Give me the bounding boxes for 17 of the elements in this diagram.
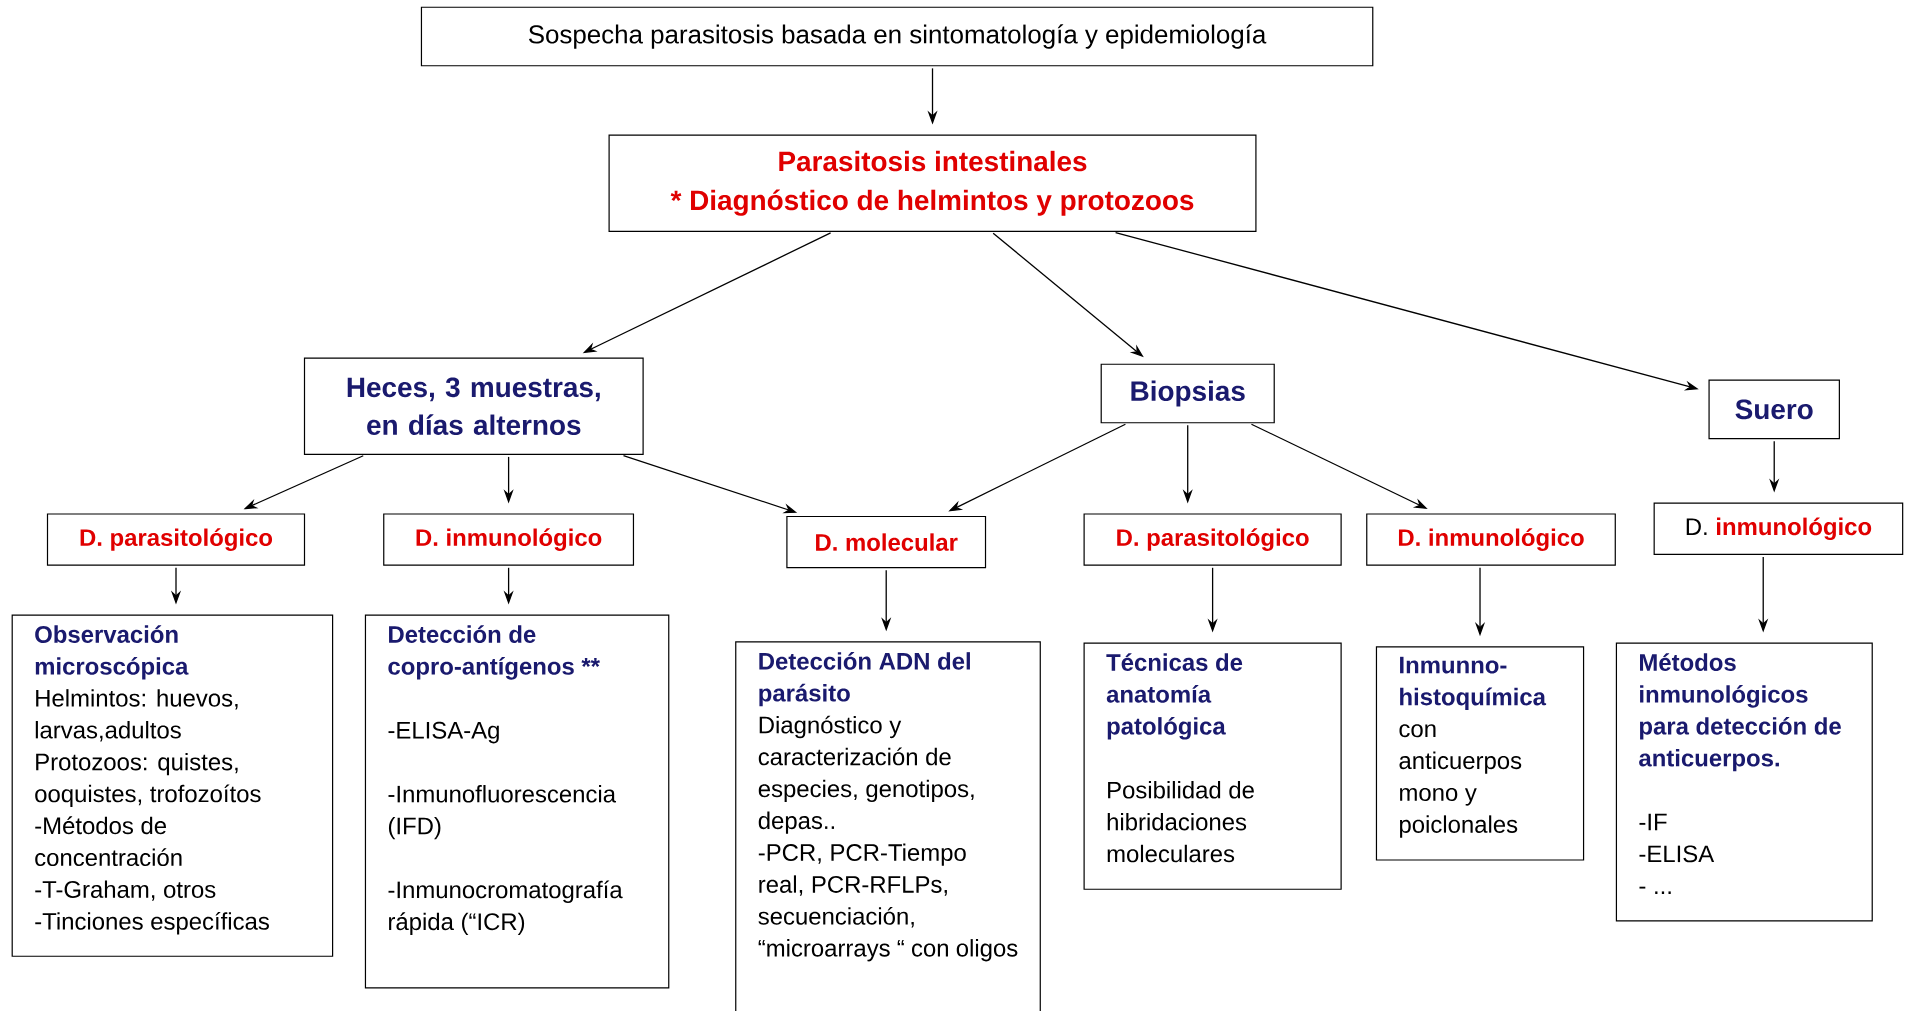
method-box: Métodos inmunológicos para detección de anticuerpos. -IF -ELISA - ... (1615, 642, 1873, 922)
sample-box: Biopsias (1100, 363, 1275, 424)
method-box: Detección de copro-antígenos ** -ELISA-Ag -Inmunofluorescencia (IFD) -Inmunocromatografía rápida (“ICR) (364, 614, 670, 989)
title-box: Parasitosis intestinales * Diagnóstico de helmintos y protozoos (608, 134, 1257, 232)
method-box: Técnicas de anatomía patológica Posibilidad de hibridaciones moleculares (1083, 642, 1342, 890)
diagnosis-box: D. molecular (786, 515, 987, 569)
diagnosis-box: D. inmunológico (1366, 513, 1616, 566)
sample-box: Heces, 3 muestras, en días alternos (303, 357, 644, 455)
diagnosis-box: D. inmunológico (383, 513, 635, 566)
diagnosis-box: D. parasitológico (1083, 513, 1342, 566)
method-box: Observación microscópica Helmintos: huevos, larvas,adultos Protozoos: quistes, ooquistes, trofozoítos -Métodos de concentración -T-Graham, otros -Tinciones específicas (11, 614, 334, 957)
suspicion-box: Sospecha parasitosis basada en sintomatología y epidemiología (420, 6, 1374, 67)
diagnosis-box: D. inmunológico (1653, 502, 1904, 555)
method-box: Inmunno-histoquímica con anticuerpos mono y poiclonales (1375, 646, 1585, 861)
method-box: Detección ADN del parásito Diagnóstico y caracterización de especies, genotipos, depas.. -PCR, PCR-Tiempo real, PCR-RFLPs, secuenciación, “microarrays “ con oligos (735, 641, 1041, 1011)
sample-box: Suero (1708, 379, 1840, 440)
diagnosis-box: D. parasitológico (46, 513, 306, 566)
